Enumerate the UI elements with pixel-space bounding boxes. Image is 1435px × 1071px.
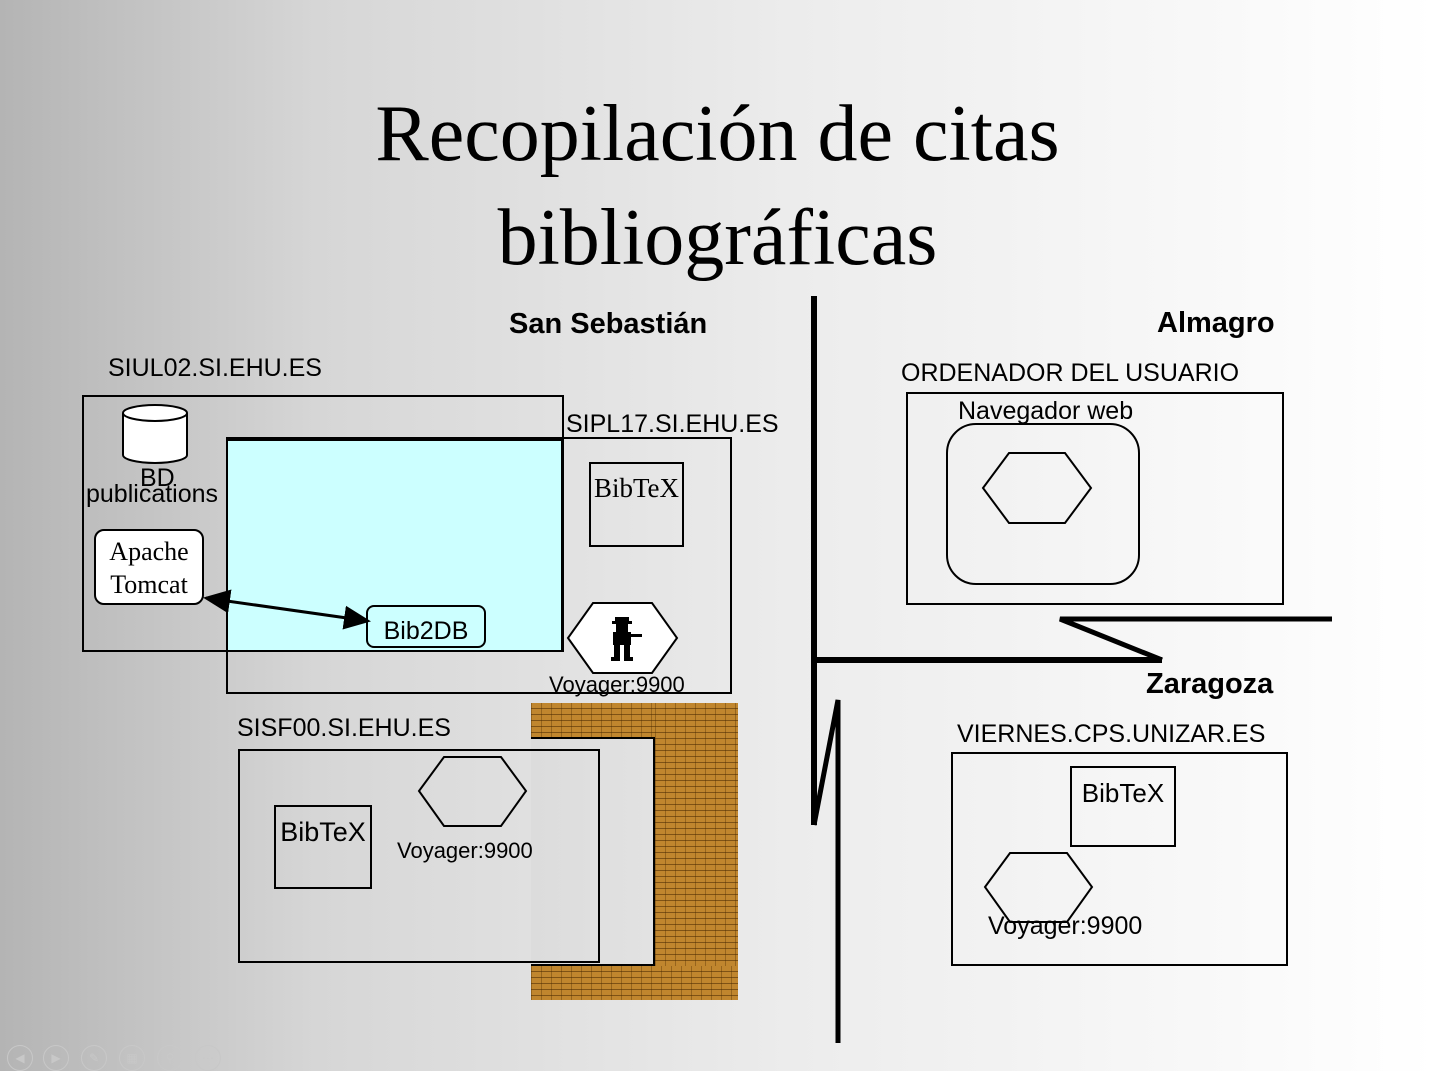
bibtex-box-sipl17: BibTeX [589, 462, 684, 547]
pen-tool-button[interactable]: ✎ [81, 1045, 107, 1071]
agent-figure-icon [598, 613, 646, 665]
more-options-button[interactable]: ⋯ [195, 1045, 221, 1071]
voyager-hexagon-sisf00 [417, 756, 528, 827]
host-label-siul02: SIUL02.SI.EHU.ES [108, 354, 322, 382]
voyager-label-sipl17: Voyager:9900 [549, 672, 685, 697]
lightning-link-zaragoza [811, 699, 841, 1043]
browser-hexagon [981, 452, 1093, 524]
bib2db-box: Bib2DB [366, 605, 486, 648]
host-box-viernes [951, 752, 1288, 966]
location-almagro: Almagro [1157, 307, 1275, 339]
slide-title-line2: bibliográficas [497, 194, 938, 282]
host-label-user-pc: ORDENADOR DEL USUARIO [901, 359, 1240, 387]
tomcat-bib2db-arrow [203, 589, 371, 630]
lightning-link-almagro [1059, 616, 1332, 663]
zoom-button[interactable]: ⚲ [157, 1045, 183, 1071]
firewall-side [655, 703, 738, 1000]
firewall-inner-cutout [531, 737, 655, 966]
slide-title-line1: Recopilación de citas [375, 90, 1060, 178]
bibtex-box-sisf00: BibTeX [274, 805, 372, 889]
host-box-sipl17 [226, 437, 732, 694]
firewall-bottom [531, 966, 738, 1000]
database-cylinder-icon [122, 404, 188, 464]
apache-tomcat-box: Apache Tomcat [94, 529, 204, 605]
host-box-user-pc [906, 392, 1284, 605]
location-zaragoza: Zaragoza [1146, 668, 1274, 700]
tomcat-label-apache: Apache [109, 537, 189, 566]
bibtex-label-sisf00: BibTeX [280, 817, 366, 847]
prev-slide-button[interactable]: ◀ [7, 1045, 33, 1071]
host-box-siul02 [82, 395, 564, 652]
voyager-label-viernes: Voyager:9900 [988, 912, 1143, 940]
next-slide-button[interactable]: ▶ [43, 1045, 69, 1071]
tomcat-label-tomcat: Tomcat [110, 570, 188, 599]
host-box-sisf00 [238, 749, 600, 963]
location-san-sebastian: San Sebastián [509, 308, 708, 340]
db-label-publications: publications [86, 480, 219, 508]
voyager-label-sisf00: Voyager:9900 [397, 838, 533, 863]
db-label-bd: BD [140, 464, 175, 492]
voyager-hexagon-viernes [983, 852, 1094, 923]
bibtex-label-viernes: BibTeX [1081, 778, 1165, 808]
host-label-sisf00: SISF00.SI.EHU.ES [237, 714, 451, 742]
bibtex-box-viernes: BibTeX [1070, 766, 1176, 847]
browser-window [946, 423, 1140, 585]
host-label-viernes: VIERNES.CPS.UNIZAR.ES [957, 720, 1266, 748]
bibtex-label-sipl17: BibTeX [593, 473, 680, 503]
host-label-sipl17: SIPL17.SI.EHU.ES [566, 410, 779, 438]
slides-grid-button[interactable]: ▦ [119, 1045, 145, 1071]
bib2db-label: Bib2DB [383, 617, 469, 645]
browser-label: Navegador web [958, 397, 1134, 425]
